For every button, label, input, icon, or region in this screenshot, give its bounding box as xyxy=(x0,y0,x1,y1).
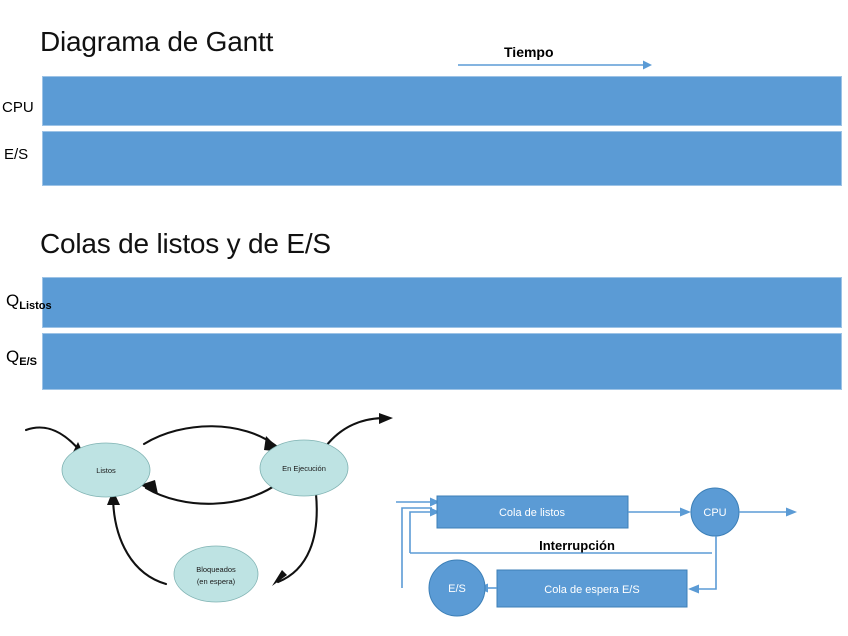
queue-bar-listos[interactable] xyxy=(42,277,842,328)
queue-row-label-es: QE/S xyxy=(6,347,37,368)
flow-node-io-label: E/S xyxy=(448,583,466,595)
flow-label-interrupcion: Interrupción xyxy=(539,538,615,553)
queue-row-label-es-sub: E/S xyxy=(19,356,37,368)
state-node-listos-label: Listos xyxy=(96,466,116,475)
gantt-section-title: Diagrama de Gantt xyxy=(40,26,274,57)
queues-section-title: Colas de listos y de E/S xyxy=(40,228,331,259)
gantt-bar-es[interactable] xyxy=(42,131,842,186)
flow-box-ready-queue[interactable] xyxy=(436,495,629,529)
scheduling-flow-diagram: Cola de listos CPU Interrupción Cola de … xyxy=(396,487,797,617)
tiempo-label: Tiempo xyxy=(504,44,554,60)
flow-node-cpu-label: CPU xyxy=(703,507,726,519)
state-node-en-ejecucion-label: En Ejecución xyxy=(282,464,326,473)
state-node-bloqueados-label2: (en espera) xyxy=(197,577,236,586)
gantt-row-label-cpu-text: CPU xyxy=(2,99,34,116)
state-node-en-ejecucion[interactable] xyxy=(259,439,349,497)
tiempo-arrow-icon xyxy=(458,60,652,70)
queue-row-label-listos: QListos xyxy=(6,291,52,312)
process-state-diagram: Listos En Ejecución Bloqueados (en esper… xyxy=(24,413,393,603)
gantt-row-label-es-text: E/S xyxy=(4,146,29,163)
state-node-bloqueados-label: Bloqueados xyxy=(196,565,236,574)
state-node-listos[interactable] xyxy=(61,442,151,498)
queue-row-label-listos-sub: Listos xyxy=(19,300,52,312)
flow-box-io-queue[interactable] xyxy=(496,569,688,608)
flow-node-io[interactable] xyxy=(428,559,486,617)
queue-row-label-listos-q: Q xyxy=(6,291,20,310)
queue-bar-es[interactable] xyxy=(42,333,842,390)
flow-box-ready-queue-label: Cola de listos xyxy=(499,507,566,519)
gantt-row-label-es: E/S xyxy=(4,146,28,163)
gantt-bar-cpu[interactable] xyxy=(42,76,842,126)
gantt-row-label-cpu: CPU xyxy=(2,99,34,116)
queue-row-label-es-q: Q xyxy=(6,347,20,366)
state-node-bloqueados[interactable] xyxy=(173,545,259,603)
flow-box-io-queue-label: Cola de espera E/S xyxy=(544,584,639,596)
